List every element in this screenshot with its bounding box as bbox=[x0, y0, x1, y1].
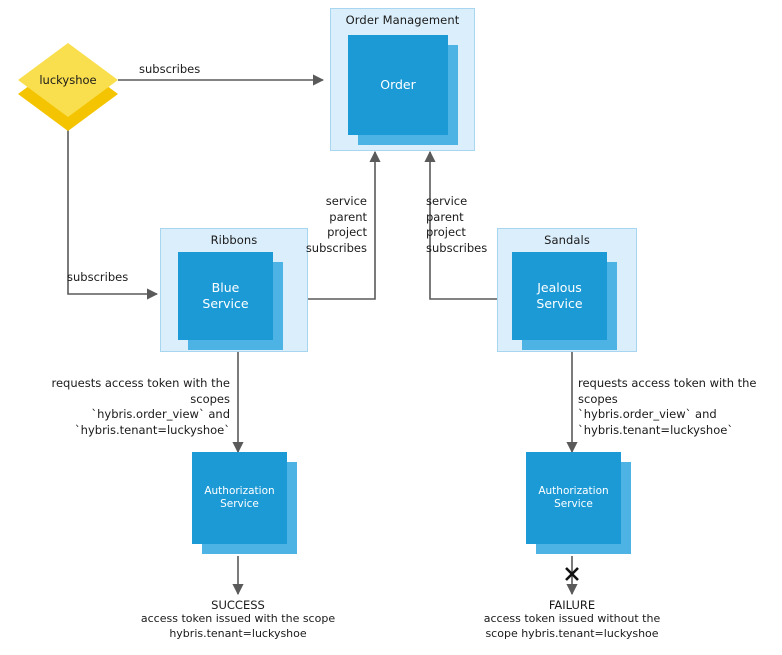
node-blue-service-label: Blue Service bbox=[202, 280, 249, 311]
outcome-failure-detail: access token issued without the scope hy… bbox=[483, 612, 661, 640]
node-authorization-service-left-label: Authorization Service bbox=[204, 484, 275, 510]
group-ribbons-title: Ribbons bbox=[210, 233, 258, 247]
edge-label-jealous-to-order: service parent project subscribes bbox=[426, 194, 488, 255]
node-authorization-service-right[interactable]: Authorization Service bbox=[526, 452, 631, 554]
edge-blue-to-order bbox=[282, 150, 381, 300]
node-authorization-service-left-face: Authorization Service bbox=[192, 452, 287, 544]
edge-jealous-to-order bbox=[424, 150, 512, 300]
group-sandals-title: Sandals bbox=[544, 233, 590, 247]
outcome-failure-status: FAILURE bbox=[548, 598, 596, 612]
node-order-face: Order bbox=[348, 35, 448, 135]
group-order-management-title: Order Management bbox=[345, 13, 460, 27]
edge-tenant-to-ribbons bbox=[67, 110, 159, 300]
node-authorization-service-right-face: Authorization Service bbox=[526, 452, 621, 544]
outcome-success-detail: access token issued with the scope hybri… bbox=[140, 612, 336, 640]
edge-label-jealous-to-auth: requests access token with the scopes `h… bbox=[578, 376, 757, 437]
tenant-label: luckyshoe bbox=[39, 73, 97, 87]
node-order-label: Order bbox=[380, 77, 416, 93]
node-authorization-service-right-label: Authorization Service bbox=[538, 484, 609, 510]
x-mark-icon bbox=[565, 567, 579, 581]
node-blue-service[interactable]: Blue Service bbox=[178, 252, 283, 350]
edge-label-tenant-to-order: subscribes bbox=[139, 62, 201, 76]
edge-label-blue-to-order: service parent project subscribes bbox=[305, 194, 367, 255]
outcome-success-status: SUCCESS bbox=[211, 598, 265, 612]
node-order[interactable]: Order bbox=[348, 35, 458, 145]
node-jealous-service-label: Jealous Service bbox=[536, 280, 583, 311]
node-blue-service-face: Blue Service bbox=[178, 252, 273, 340]
node-jealous-service[interactable]: Jealous Service bbox=[512, 252, 617, 350]
node-jealous-service-face: Jealous Service bbox=[512, 252, 607, 340]
node-authorization-service-left[interactable]: Authorization Service bbox=[192, 452, 297, 554]
tenant-diamond[interactable]: luckyshoe bbox=[18, 43, 118, 131]
edge-label-blue-to-auth: requests access token with the scopes `h… bbox=[51, 376, 230, 437]
edge-label-tenant-to-ribbons: subscribes bbox=[67, 270, 129, 284]
